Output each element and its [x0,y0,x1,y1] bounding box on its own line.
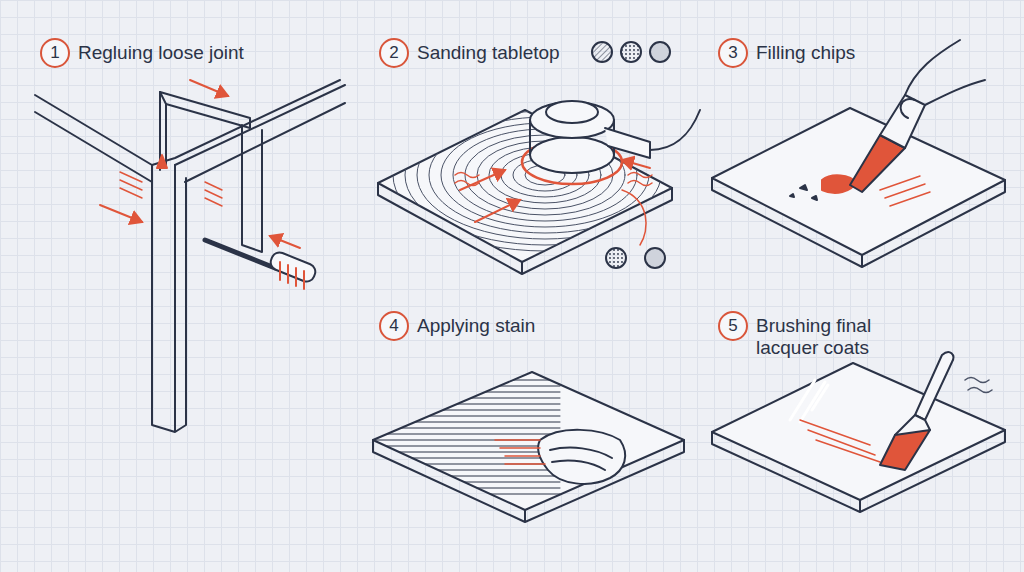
step-heading: 3 Filling chips [718,38,855,68]
step-heading: 5 Brushing final lacquer coats [718,311,896,359]
step-number: 2 [379,38,409,68]
step-title: Applying stain [417,311,535,337]
step-title: Sanding tabletop [417,38,560,64]
step-number: 3 [718,38,748,68]
step-number: 4 [379,311,409,341]
step-heading: 4 Applying stain [379,311,535,341]
step-heading: 2 Sanding tabletop [379,38,560,68]
step-number: 5 [718,311,748,341]
step-title: Filling chips [756,38,855,64]
step-number: 1 [40,38,70,68]
step-heading: 1 Regluing loose joint [40,38,244,68]
step-title: Regluing loose joint [78,38,244,64]
step-title: Brushing final lacquer coats [756,311,896,359]
